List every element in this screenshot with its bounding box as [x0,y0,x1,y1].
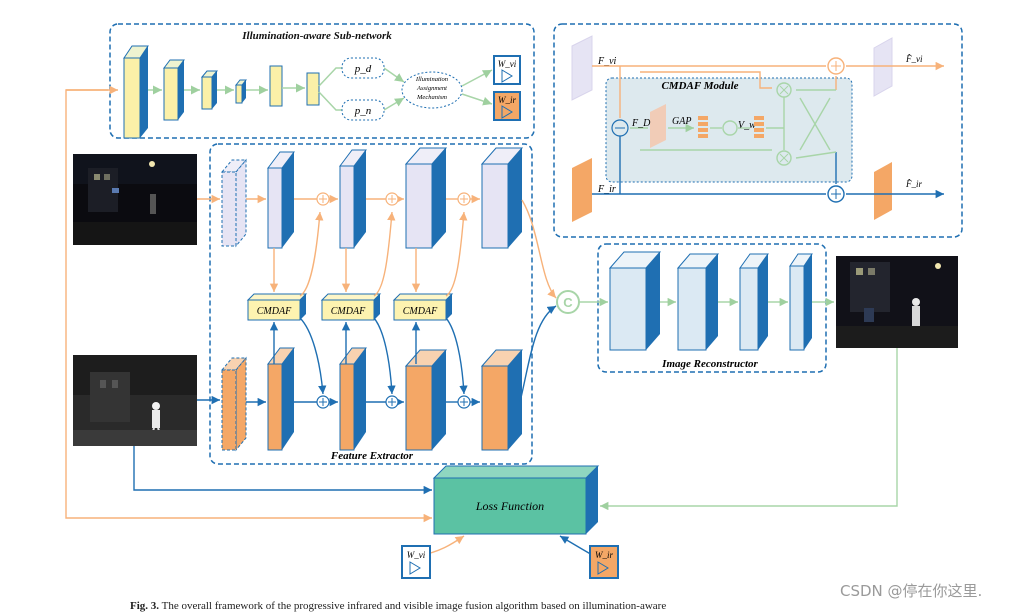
caption-prefix: Fig. 3. [130,600,160,612]
cmdaf-label-1: CMDAF [257,306,292,317]
vi-feature-blocks [220,147,524,249]
feature-extractor-title: Feature Extractor [330,450,414,462]
w-ir-label-top: W_ir [498,95,516,105]
fvi-slab [571,35,593,101]
fir-label: F_ir [597,184,616,195]
feature-extractor-frame [209,143,533,465]
sum-nodes-visible [316,192,471,206]
w-ir-label-bottom: W_ir [595,550,613,560]
fir-slab [572,158,592,222]
cmdaf-block-1 [246,293,308,321]
pn-label: p_n [354,105,372,117]
cmdaf-label-2: CMDAF [331,306,366,317]
vw-stack [754,116,764,138]
gap-label: GAP [672,116,691,127]
cmdaf-label-3: CMDAF [403,306,438,317]
fvi-hat-slab [873,37,893,97]
fd-block [650,104,666,148]
illum-conv-layers [123,45,320,139]
visible-input-image [73,154,197,245]
ir-feature-blocks [220,347,524,452]
w-vi-box-top [493,55,521,85]
multiply-node-bottom [776,150,792,166]
illum-mechanism-oval [401,71,463,109]
w-vi-label-bottom: W_vi [407,550,426,560]
w-ir-box-top [493,91,521,121]
fvi-hat-label: F̂_vi [905,54,923,64]
image-reconstructor-title: Image Reconstructor [661,358,758,370]
w-vi-box-bottom [401,545,431,579]
image-reconstructor-frame [597,243,827,373]
fir-hat-label: F̂_ir [905,179,922,189]
illumination-subnet-frame [109,23,535,139]
fvi-label: F_vi [597,56,617,67]
figure-caption: Fig. 3. The overall framework of the pro… [130,600,930,612]
sigmoid-node [722,120,738,136]
add-node-top [827,57,845,75]
add-node-bottom [827,185,845,203]
w-vi-label-top: W_vi [498,59,517,69]
cmdaf-module-title: CMDAF Module [661,80,738,92]
loss-function-label: Loss Function [475,499,544,513]
w-ir-box-bottom [589,545,619,579]
pn-box [341,99,385,121]
sum-nodes-infrared [316,395,471,409]
illum-mech-line-1: Illumination [415,76,448,83]
reconstructor-blocks [608,251,813,351]
concat-label: C [563,295,573,310]
gap-stack [698,116,708,138]
pd-label: p_d [354,63,372,75]
illum-mech-line-2: Assignment [416,85,447,92]
caption-text: The overall framework of the progressive… [161,600,667,612]
fir-hat-slab [874,162,892,220]
illum-mech-line-3: Mechanism [416,94,447,101]
multiply-node-top [776,82,792,98]
vw-label: V_w [738,120,756,131]
infrared-input-image [73,355,197,446]
pd-box [341,57,385,79]
cmdaf-module-frame [553,23,963,238]
fused-output-image [836,256,958,348]
watermark: CSDN @停在你这里. [840,582,983,600]
loss-function-block [432,465,600,535]
fd-label: F_D [631,118,651,129]
cmdaf-block-2 [320,293,382,321]
cmdaf-block-3 [392,293,454,321]
illumination-subnet-title: Illumination-aware Sub-network [241,30,392,42]
